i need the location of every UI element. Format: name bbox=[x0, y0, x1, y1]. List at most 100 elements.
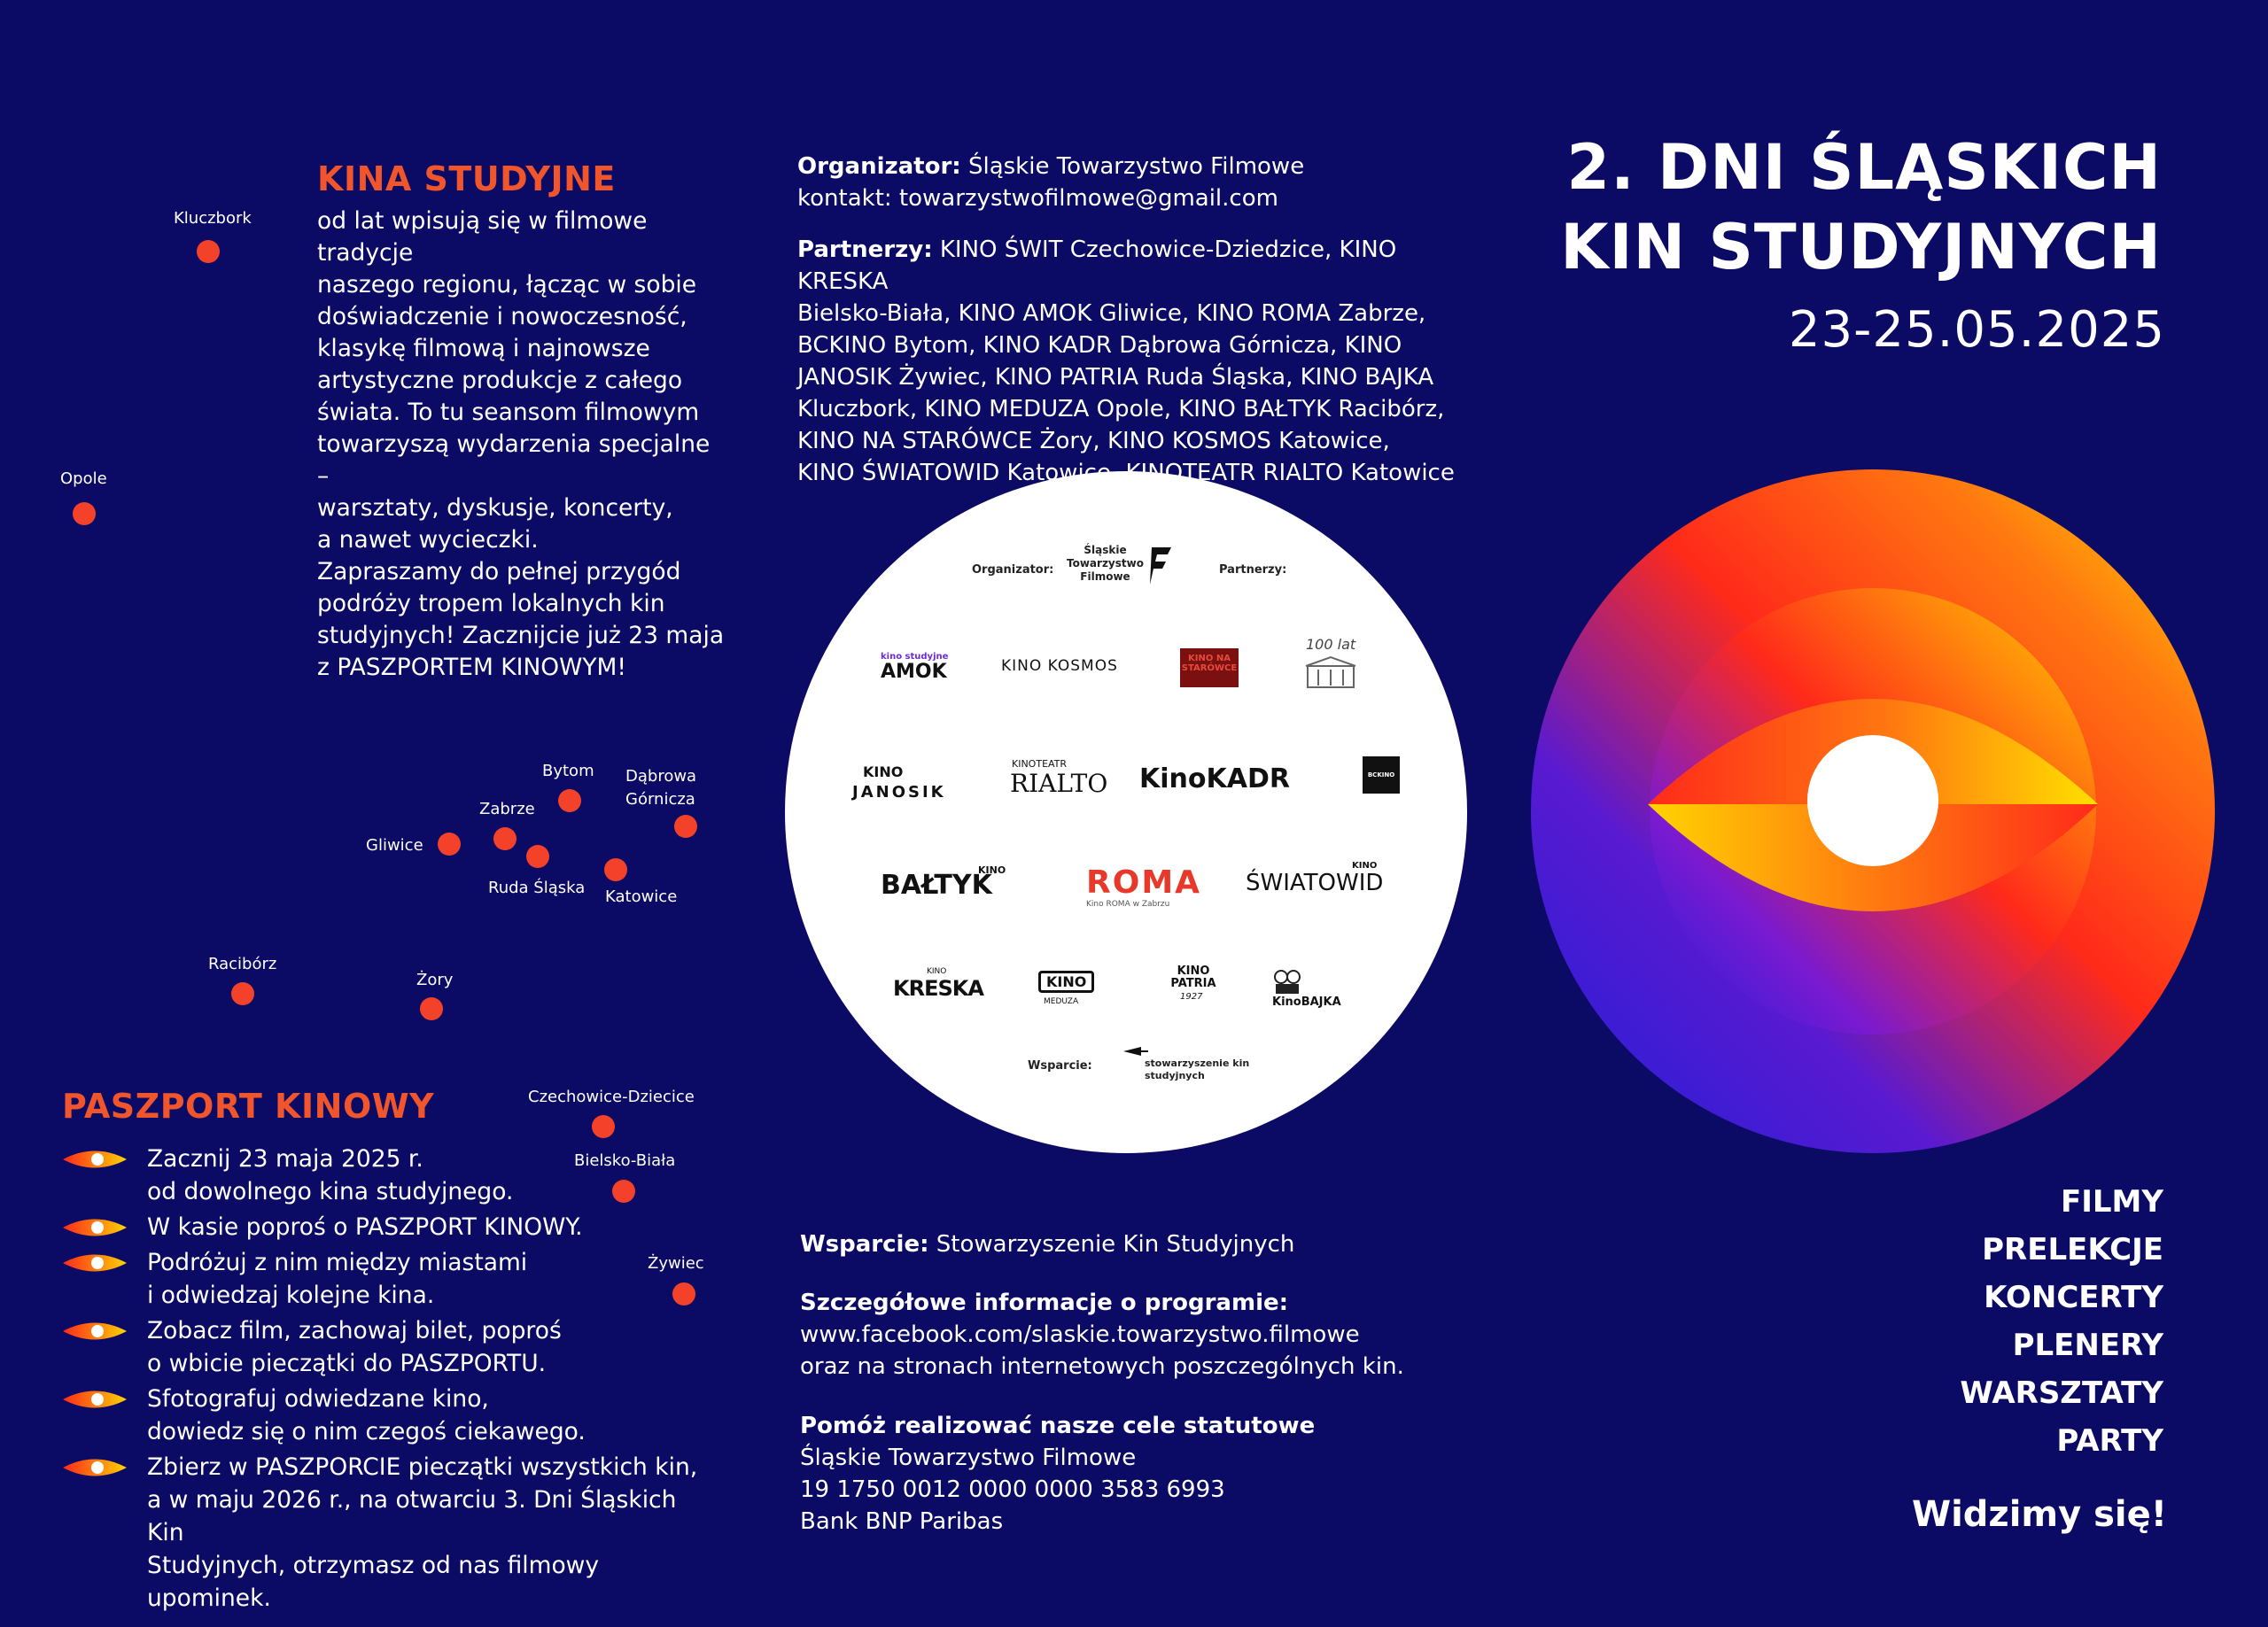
map-dot-ruda[interactable] bbox=[526, 845, 549, 868]
paszport-step-line: od dowolnego kina studyjnego. bbox=[147, 1178, 514, 1205]
kina-studyjne-line: klasykę filmową i najnowsze bbox=[317, 335, 650, 362]
kina-studyjne-line: artystyczne produkcje z całego bbox=[317, 367, 683, 394]
paszport-step: Zacznij 23 maja 2025 r. od dowolnego kina… bbox=[62, 1143, 700, 1208]
partners-line: Bielsko-Biała, KINO AMOK Gliwice, KINO R… bbox=[797, 300, 1426, 327]
partners-block: Partnerzy: KINO ŚWIT Czechowice-Dziedzic… bbox=[797, 234, 1471, 489]
kina-studyjne-line: studyjnych! Zacznijcie już 23 maja bbox=[317, 622, 725, 649]
paszport-step-line: Studyjnych, otrzymasz od nas filmowy upo… bbox=[147, 1552, 600, 1612]
kina-studyjne-heading: KINA STUDYJNE bbox=[317, 159, 616, 198]
city-label-czechowice: Czechowice-Dziecice bbox=[528, 1088, 695, 1106]
logo-baltyk-top: KINO bbox=[978, 864, 1006, 876]
map-dot-zory[interactable] bbox=[420, 997, 443, 1020]
map-dot-bytom[interactable] bbox=[558, 789, 581, 812]
logo-roma: ROMA bbox=[1086, 864, 1202, 901]
paszport-step-line: W kasie poproś o PASZPORT KINOWY. bbox=[147, 1213, 583, 1241]
city-label-raciborz: Racibórz bbox=[208, 955, 277, 973]
partners-line: KINO NA STARÓWCE Żory, KINO KOSMOS Katow… bbox=[797, 428, 1390, 454]
logo-kreska: KRESKA bbox=[893, 976, 984, 1001]
eye-bullet-icon bbox=[63, 1322, 127, 1340]
event-date: 23-25.05.2025 bbox=[1788, 301, 2165, 359]
activity-item: FILMY bbox=[2061, 1184, 2163, 1220]
activity-item: PLENERY bbox=[2012, 1328, 2163, 1363]
partners-line: Kluczbork, KINO MEDUZA Opole, KINO BAŁTY… bbox=[797, 396, 1445, 422]
map-dot-zabrze[interactable] bbox=[493, 827, 517, 850]
partners-line: JANOSIK Żywiec, KINO PATRIA Ruda Śląska,… bbox=[797, 364, 1434, 391]
logo-stf: Śląskie Towarzystwo Filmowe bbox=[1067, 544, 1144, 583]
activity-item: KONCERTY bbox=[1984, 1280, 2163, 1315]
program-facebook-link[interactable]: www.facebook.com/slaskie.towarzystwo.fil… bbox=[800, 1321, 1360, 1348]
kina-studyjne-line: naszego regionu, łącząc w sobie bbox=[317, 271, 697, 298]
city-label-bielsko: Bielsko-Biała bbox=[574, 1151, 676, 1170]
donate-bank: Bank BNP Paribas bbox=[800, 1508, 1004, 1535]
logo-bckino: BCKINO bbox=[1363, 756, 1400, 794]
map-dot-czechowice[interactable] bbox=[592, 1115, 615, 1138]
city-label-bytom: Bytom bbox=[542, 762, 594, 780]
paszport-step-line: Podróżuj z nim między miastami bbox=[147, 1249, 528, 1276]
logos-circle: Organizator: Śląskie Towarzystwo Filmowe… bbox=[785, 471, 1467, 1153]
eye-bullet-icon bbox=[63, 1459, 127, 1476]
kina-studyjne-line: Zapraszamy do pełnej przygód bbox=[317, 558, 681, 585]
map-dot-opole[interactable] bbox=[73, 502, 96, 525]
eye-logo-icon bbox=[1531, 469, 2215, 1153]
logo-amok: AMOK bbox=[881, 661, 947, 683]
ski-arrow-icon bbox=[1123, 1047, 1148, 1056]
logo-amok-top: kino studyjne bbox=[881, 652, 949, 662]
map-dot-dabrowa[interactable] bbox=[674, 815, 697, 838]
kina-studyjne-line: świata. To tu seansom filmowym bbox=[317, 399, 700, 426]
paszport-step-line: dowiedz się o nim czegoś ciekawego. bbox=[147, 1418, 586, 1445]
city-label-opole: Opole bbox=[60, 469, 107, 488]
paszport-step: Sfotografuj odwiedzane kino, dowiedz się … bbox=[62, 1383, 700, 1448]
donate-name: Śląskie Towarzystwo Filmowe bbox=[800, 1445, 1137, 1471]
logo-patria: KINO PATRIA bbox=[1170, 965, 1216, 990]
logo-baltyk: BAŁTYK bbox=[881, 870, 992, 901]
kina-studyjne-line: warsztaty, dyskusje, koncerty, bbox=[317, 494, 673, 522]
organizer-contact[interactable]: kontakt: towarzystwofilmowe@gmail.com bbox=[797, 185, 1278, 212]
paszport-step-line: i odwiedzaj kolejne kina. bbox=[147, 1282, 435, 1309]
logo-meduza: MEDUZA bbox=[1044, 997, 1079, 1006]
map-dot-zywiec[interactable] bbox=[672, 1282, 695, 1305]
city-label-zabrze: Zabrze bbox=[479, 800, 535, 818]
building-icon bbox=[1305, 655, 1356, 688]
map-dot-katowice[interactable] bbox=[604, 858, 627, 881]
film-camera-icon bbox=[1274, 970, 1301, 994]
city-label-katowice: Katowice bbox=[605, 887, 678, 906]
partners-line: BCKINO Bytom, KINO KADR Dąbrowa Górnicza… bbox=[797, 332, 1402, 359]
logo-janosik-top: KINO bbox=[863, 763, 904, 780]
activity-item: PARTY bbox=[2056, 1423, 2163, 1459]
paszport-step-line: o wbicie pieczątki do PASZPORTU. bbox=[147, 1350, 547, 1377]
logo-wsparcie-label: Wsparcie: bbox=[1028, 1059, 1092, 1073]
map-dot-raciborz[interactable] bbox=[231, 982, 254, 1005]
activity-item: WARSZTATY bbox=[1960, 1375, 2163, 1411]
map-dot-kluczbork[interactable] bbox=[197, 240, 220, 263]
paszport-step-line: Zobacz film, zachowaj bilet, poproś bbox=[147, 1317, 562, 1344]
city-label-dabrowa: Dąbrowa Górnicza bbox=[625, 767, 697, 809]
paszport-step-line: a w maju 2026 r., na otwarciu 3. Dni Ślą… bbox=[147, 1486, 677, 1546]
event-title-line1: 2. DNI ŚLĄSKICH bbox=[1566, 131, 2162, 204]
paszport-step-line: Zacznij 23 maja 2025 r. bbox=[147, 1145, 423, 1173]
logo-bajka: KinoBAJKA bbox=[1272, 996, 1341, 1009]
kina-studyjne-line: towarzyszą wydarzenia specjalne – bbox=[317, 430, 711, 490]
kina-studyjne-line: od lat wpisują się w filmowe tradycje bbox=[317, 207, 648, 267]
map-dot-gliwice[interactable] bbox=[438, 833, 461, 856]
logo-ski: stowarzyszenie kin studyjnych bbox=[1145, 1058, 1250, 1081]
support-block: Wsparcie: Stowarzyszenie Kin Studyjnych bbox=[800, 1228, 1473, 1260]
logo-rialto: RIALTO bbox=[1010, 769, 1108, 798]
city-label-zory: Żory bbox=[416, 971, 454, 989]
eye-bullet-icon bbox=[63, 1219, 127, 1236]
paszport-step: Zbierz w PASZPORCIE pieczątki wszystkich… bbox=[62, 1451, 700, 1615]
eye-bullet-icon bbox=[63, 1151, 127, 1168]
logo-kosmos: KINO KOSMOS bbox=[1001, 657, 1118, 675]
map-dot-bielsko[interactable] bbox=[612, 1180, 635, 1203]
paszport-step-line: Sfotografuj odwiedzane kino, bbox=[147, 1385, 489, 1413]
logo-janosik: JANOSIK bbox=[852, 783, 946, 802]
closing-text: Widzimy się! bbox=[1911, 1494, 2167, 1535]
paszport-step: Zobacz film, zachowaj bilet, poproś o wbi… bbox=[62, 1314, 700, 1380]
paszport-steps: Zacznij 23 maja 2025 r. od dowolnego kina… bbox=[62, 1143, 700, 1617]
logo-patria-year: 1927 bbox=[1180, 992, 1203, 1002]
program-block: Szczegółowe informacje o programie: www.… bbox=[800, 1287, 1473, 1383]
city-label-kluczbork: Kluczbork bbox=[174, 209, 252, 228]
city-label-gliwice: Gliwice bbox=[366, 836, 423, 855]
organizer-label: Organizator: bbox=[797, 153, 961, 180]
logo-starowce: KINO NA STARÓWCE bbox=[1180, 648, 1239, 687]
donate-account: 19 1750 0012 0000 0000 3583 6993 bbox=[800, 1476, 1225, 1503]
